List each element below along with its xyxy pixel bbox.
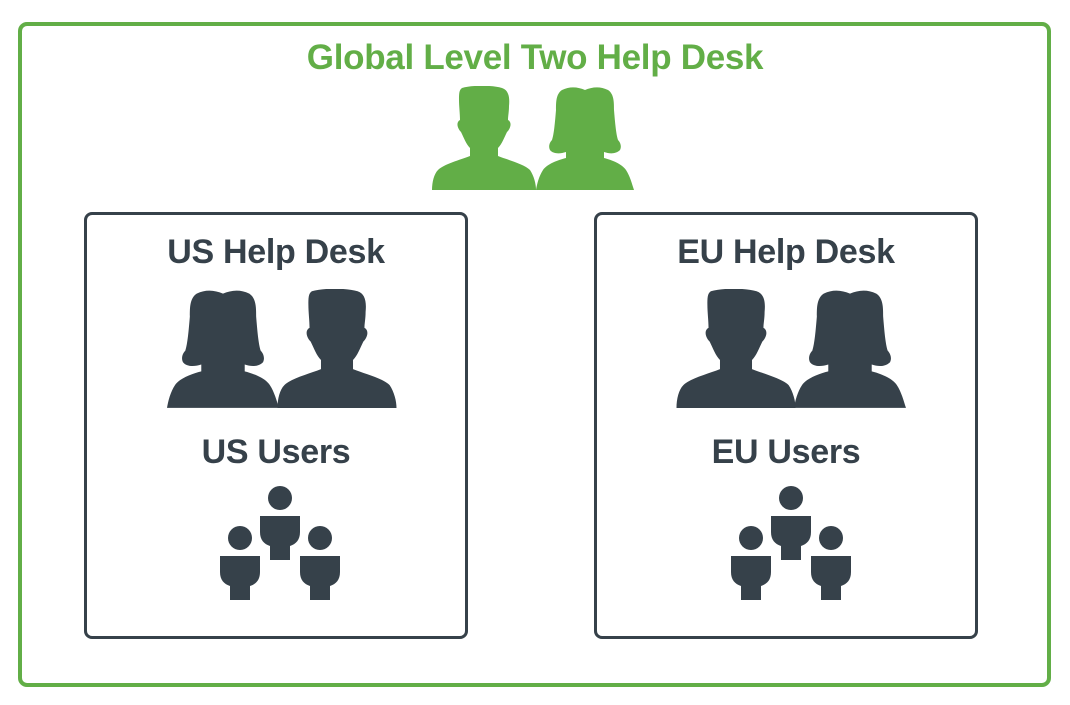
male-agent-icon [676, 289, 796, 408]
male-agent-icon [277, 289, 397, 408]
global-agents-icon [432, 86, 634, 190]
global-help-desk-title: Global Level Two Help Desk [306, 38, 764, 77]
eu-help-desk-region: EU Help Desk EU Users [594, 212, 978, 639]
eu-help-desk-label: EU Help Desk [677, 233, 895, 271]
eu-agents-icon [676, 289, 906, 408]
female-agent-icon [167, 290, 279, 408]
eu-users-group-icon [731, 486, 851, 600]
female-agent-icon [794, 290, 906, 408]
us-help-desk-label: US Help Desk [167, 233, 385, 271]
female-agent-icon [536, 87, 634, 190]
us-agents-icon [167, 289, 397, 408]
male-agent-icon [432, 86, 536, 190]
global-help-desk-container [18, 22, 1051, 687]
us-help-desk-region: US Help Desk US Users [84, 212, 468, 639]
us-users-group-icon [220, 486, 340, 600]
eu-users-label: EU Users [711, 433, 861, 471]
us-users-label: US Users [201, 433, 351, 471]
